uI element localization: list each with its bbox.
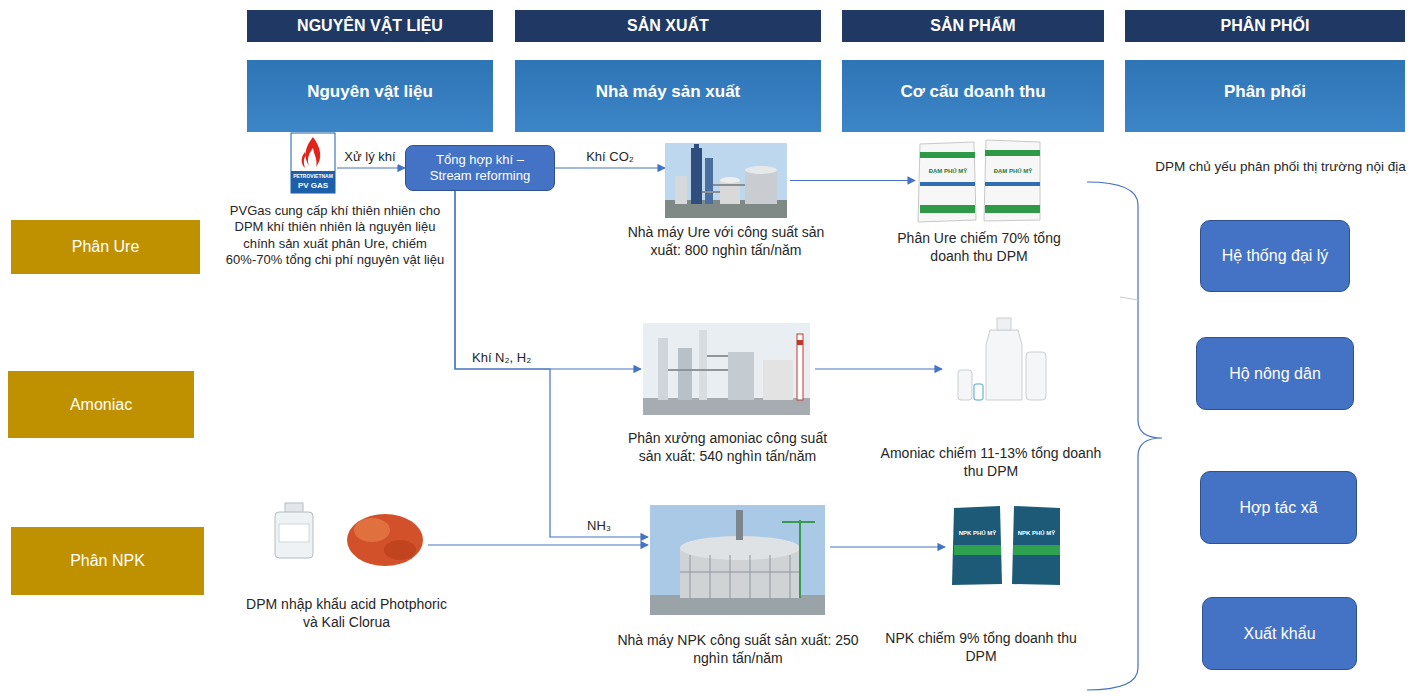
caption: Nhà máy Ure với công suất sản xuất: 800 … xyxy=(611,224,841,259)
flow-arrow xyxy=(830,546,945,547)
ammonia-plant-photo xyxy=(643,323,810,415)
process-box: Tổng hợp khí – Stream reforming xyxy=(405,145,555,191)
channel-box: Hợp tác xã xyxy=(1200,471,1357,544)
caption: DPM nhập khẩu acid Photphoric và Kali Cl… xyxy=(244,596,449,631)
box-label: PHÂN PHỐI xyxy=(1221,17,1310,35)
column-header: PHÂN PHỐI xyxy=(1125,10,1405,42)
column-subheader: Nhà máy sản xuất xyxy=(515,60,821,132)
flow-arrow xyxy=(790,180,915,181)
photo-node: Phân xưởng amoniac công suất sản xuất: 5… xyxy=(643,323,810,415)
box-label: NGUYÊN VẬT LIỆU xyxy=(297,17,443,35)
product-tag: Phân Ure xyxy=(11,220,200,274)
caption: Phân Ure chiếm 70% tổng doanh thu DPM xyxy=(888,230,1070,265)
product-tag: Phân NPK xyxy=(11,527,204,595)
logo-text: PV GAS xyxy=(291,182,335,190)
flow-arrow xyxy=(455,191,641,369)
bag-print: ĐẠM PHÚ MỸ xyxy=(986,168,1040,174)
arrow-label: Khí CO₂ xyxy=(584,149,636,165)
arrow-label: Xử lý khí xyxy=(342,149,397,165)
caption: Amoniac chiếm 11-13% tổng doanh thu DPM xyxy=(880,445,1102,480)
flow-arrow xyxy=(337,167,405,168)
box-label: Amoniac xyxy=(70,396,132,414)
photo-node: Phân Ure chiếm 70% tổng doanh thu DPM xyxy=(918,138,1040,222)
supplier-logo: PETROVIETNAMPV GASPVGas cung cấp khí thi… xyxy=(291,133,335,193)
pvgas-logo xyxy=(291,133,335,193)
box-label: Hộ nông dân xyxy=(1229,365,1321,383)
raw-material-photos xyxy=(275,503,423,566)
caption: Nhà máy NPK công suất sản xuất: 250 nghì… xyxy=(613,632,863,667)
box-label: Nhà máy sản xuất xyxy=(596,82,741,102)
arrow-label: Khí N₂, H₂ xyxy=(470,350,533,366)
column-subheader: Phân phối xyxy=(1125,60,1405,132)
arrow-label: NH₃ xyxy=(585,518,613,534)
bracket-tick xyxy=(1120,297,1138,300)
column-header: NGUYÊN VẬT LIỆU xyxy=(247,10,493,42)
photo-node: DPM nhập khẩu acid Photphoric và Kali Cl… xyxy=(263,503,425,568)
caption: PVGas cung cấp khí thiên nhiên cho DPM k… xyxy=(225,203,445,268)
flow-arrow xyxy=(815,368,942,369)
channel-box: Hộ nông dân xyxy=(1196,337,1354,410)
product-tag: Amoniac xyxy=(8,371,194,438)
flow-arrow xyxy=(555,167,665,168)
box-label: Phân phối xyxy=(1224,82,1306,102)
ure-plant-photo xyxy=(665,143,787,218)
photo-node: Amoniac chiếm 11-13% tổng doanh thu DPM xyxy=(950,312,1050,405)
channel-box: Xuất khẩu xyxy=(1202,597,1357,670)
logo-text: PETROVIETNAM xyxy=(291,174,335,179)
bag-print: NPK PHÚ MỸ xyxy=(954,530,1001,536)
bracket xyxy=(1087,182,1162,690)
box-label: Nguyên vật liệu xyxy=(307,82,433,102)
flow-arrow xyxy=(428,544,648,545)
column-subheader: Cơ cấu doanh thu xyxy=(842,60,1104,132)
photo-node: Nhà máy NPK công suất sản xuất: 250 nghì… xyxy=(650,505,825,615)
box-label: SẢN PHẨM xyxy=(930,17,1015,35)
box-label: Hệ thống đại lý xyxy=(1222,247,1329,265)
npk-bags-photo xyxy=(952,506,1060,585)
column-subheader: Nguyên vật liệu xyxy=(247,60,493,132)
column-header: SẢN XUẤT xyxy=(515,10,821,42)
bag-print: ĐẠM PHÚ MỸ xyxy=(922,168,974,174)
box-label: Phân NPK xyxy=(70,552,145,570)
caption: NPK chiếm 9% tổng doanh thu DPM xyxy=(876,630,1086,665)
bag-print: NPK PHÚ MỸ xyxy=(1013,530,1060,536)
ure-bags-photo xyxy=(918,140,1040,222)
box-label: Tổng hợp khí – Stream reforming xyxy=(418,152,542,183)
flow-arrow xyxy=(455,191,648,537)
photo-node: Nhà máy Ure với công suất sản xuất: 800 … xyxy=(665,143,787,218)
npk-plant-photo xyxy=(650,505,825,615)
column-header: SẢN PHẨM xyxy=(842,10,1104,42)
distribution-note: DPM chủ yếu phân phối thị trường nội địa xyxy=(1148,158,1413,176)
box-label: Cơ cấu doanh thu xyxy=(900,82,1045,102)
box-label: Hợp tác xã xyxy=(1239,499,1317,517)
box-label: SẢN XUẤT xyxy=(627,17,709,35)
channel-box: Hệ thống đại lý xyxy=(1200,220,1350,292)
photo-node: NPK chiếm 9% tổng doanh thu DPM xyxy=(952,505,1060,585)
ammonia-bottles-photo xyxy=(952,312,1050,405)
box-label: Xuất khẩu xyxy=(1243,625,1315,643)
box-label: Phân Ure xyxy=(72,238,140,256)
caption: Phân xưởng amoniac công suất sản xuất: 5… xyxy=(620,430,835,465)
